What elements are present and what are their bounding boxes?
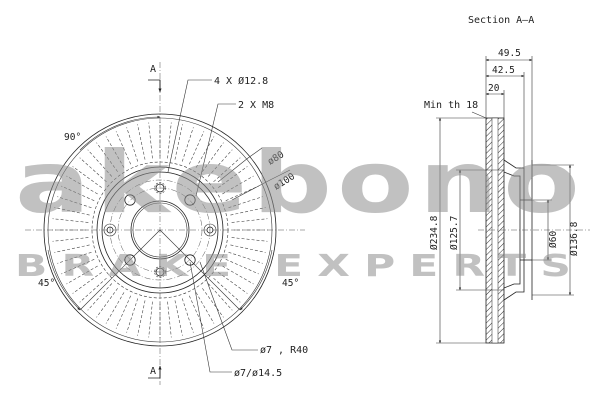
bolt-holes bbox=[124, 194, 196, 266]
vent-slot bbox=[61, 259, 95, 275]
vent-slot bbox=[225, 185, 259, 201]
section-mark-top: A bbox=[150, 64, 156, 75]
vent-slot bbox=[189, 295, 205, 329]
vent-slot bbox=[54, 207, 90, 216]
vent-slot bbox=[174, 124, 183, 160]
callout-bolt-holes: 4 X Ø12.8 bbox=[214, 75, 268, 87]
vent-slot bbox=[126, 298, 139, 333]
dim-hat-height: 42.5 bbox=[492, 65, 515, 76]
section-mark-bottom: A bbox=[150, 366, 156, 377]
vent-slot bbox=[72, 166, 102, 188]
vent-slot bbox=[202, 142, 224, 172]
small-holes bbox=[103, 223, 217, 237]
vent-slot bbox=[231, 218, 268, 223]
hat-outer-edge bbox=[101, 171, 219, 289]
vent-slot bbox=[189, 131, 205, 165]
vent-slot bbox=[105, 136, 125, 168]
vent-slot bbox=[218, 166, 248, 188]
vent-slot bbox=[105, 292, 125, 324]
section-title: Section A–A bbox=[468, 15, 534, 26]
akebono-watermark: akebono BRAKE EXPERTS bbox=[15, 133, 585, 284]
vent-slot bbox=[79, 157, 107, 183]
vent-slot bbox=[57, 251, 92, 264]
vent-slot bbox=[72, 272, 102, 294]
vent-slot bbox=[222, 175, 254, 195]
dim-center-bore: Ø60 bbox=[548, 231, 559, 248]
vent-slot bbox=[115, 295, 131, 329]
vent-slot bbox=[207, 283, 233, 311]
watermark-logo: akebono bbox=[15, 133, 585, 233]
vent-slot bbox=[57, 196, 92, 209]
vent-slot bbox=[52, 218, 89, 223]
vent-slot bbox=[126, 127, 139, 162]
vent-slots bbox=[52, 122, 268, 338]
vent-slot bbox=[115, 131, 131, 165]
vent-slot bbox=[207, 149, 233, 177]
vent-slot bbox=[54, 244, 90, 253]
callout-threads: 2 X M8 bbox=[238, 100, 274, 111]
vent-slot bbox=[79, 277, 107, 303]
vent-slot bbox=[195, 292, 215, 324]
min-thickness: Min th 18 bbox=[424, 100, 478, 111]
vent-slot bbox=[228, 251, 263, 264]
vent-slot bbox=[228, 196, 263, 209]
vent-slot bbox=[225, 259, 259, 275]
vent-slot bbox=[96, 142, 118, 172]
vent-slot bbox=[137, 300, 146, 336]
dim-overall-height: 49.5 bbox=[498, 48, 521, 59]
vent-slot bbox=[222, 265, 254, 285]
vent-slot bbox=[231, 237, 268, 242]
vent-slot bbox=[181, 298, 194, 333]
dim-hat-diameter: Ø125.7 bbox=[449, 216, 460, 250]
vent-slot bbox=[167, 122, 172, 159]
vent-slot bbox=[66, 175, 98, 195]
vent-slot bbox=[174, 300, 183, 336]
vent-slot bbox=[213, 277, 241, 303]
callout-counterbore: ø7/ø14.5 bbox=[234, 368, 282, 379]
watermark-tagline: BRAKE EXPERTS bbox=[15, 249, 585, 284]
vent-slot bbox=[195, 136, 215, 168]
dim-disc-thickness: 20 bbox=[488, 83, 500, 94]
vent-slot bbox=[202, 288, 224, 318]
disc-outer-edge bbox=[43, 113, 277, 347]
vent-slot bbox=[213, 157, 241, 183]
vent-slot bbox=[230, 244, 266, 253]
threaded-holes bbox=[154, 182, 166, 278]
vent-slot bbox=[66, 265, 98, 285]
angle-left: 45° bbox=[38, 278, 55, 289]
callout-small-hole: ø7 , R40 bbox=[260, 345, 308, 356]
vent-slot bbox=[87, 283, 113, 311]
angle-right: 45° bbox=[282, 278, 299, 289]
vent-slot bbox=[52, 237, 89, 242]
vent-slot bbox=[167, 301, 172, 338]
dim-outer-diameter: Ø234.8 bbox=[429, 215, 440, 250]
section-view: Section A–A 49.5 42.5 20 Min th 18 Ø234.… bbox=[424, 15, 590, 344]
dim-bolt-face-diameter: Ø136.8 bbox=[569, 221, 580, 256]
vent-slot bbox=[96, 288, 118, 318]
angle-top: 90° bbox=[64, 132, 81, 143]
vent-slot bbox=[181, 127, 194, 162]
vent-slot bbox=[148, 301, 153, 338]
vent-slot bbox=[230, 207, 266, 216]
vent-slot bbox=[218, 272, 248, 294]
center-bore bbox=[130, 200, 190, 260]
vent-slot bbox=[148, 122, 153, 159]
vent-slot bbox=[87, 149, 113, 177]
vent-slot bbox=[137, 124, 146, 160]
vent-slot bbox=[61, 185, 95, 201]
